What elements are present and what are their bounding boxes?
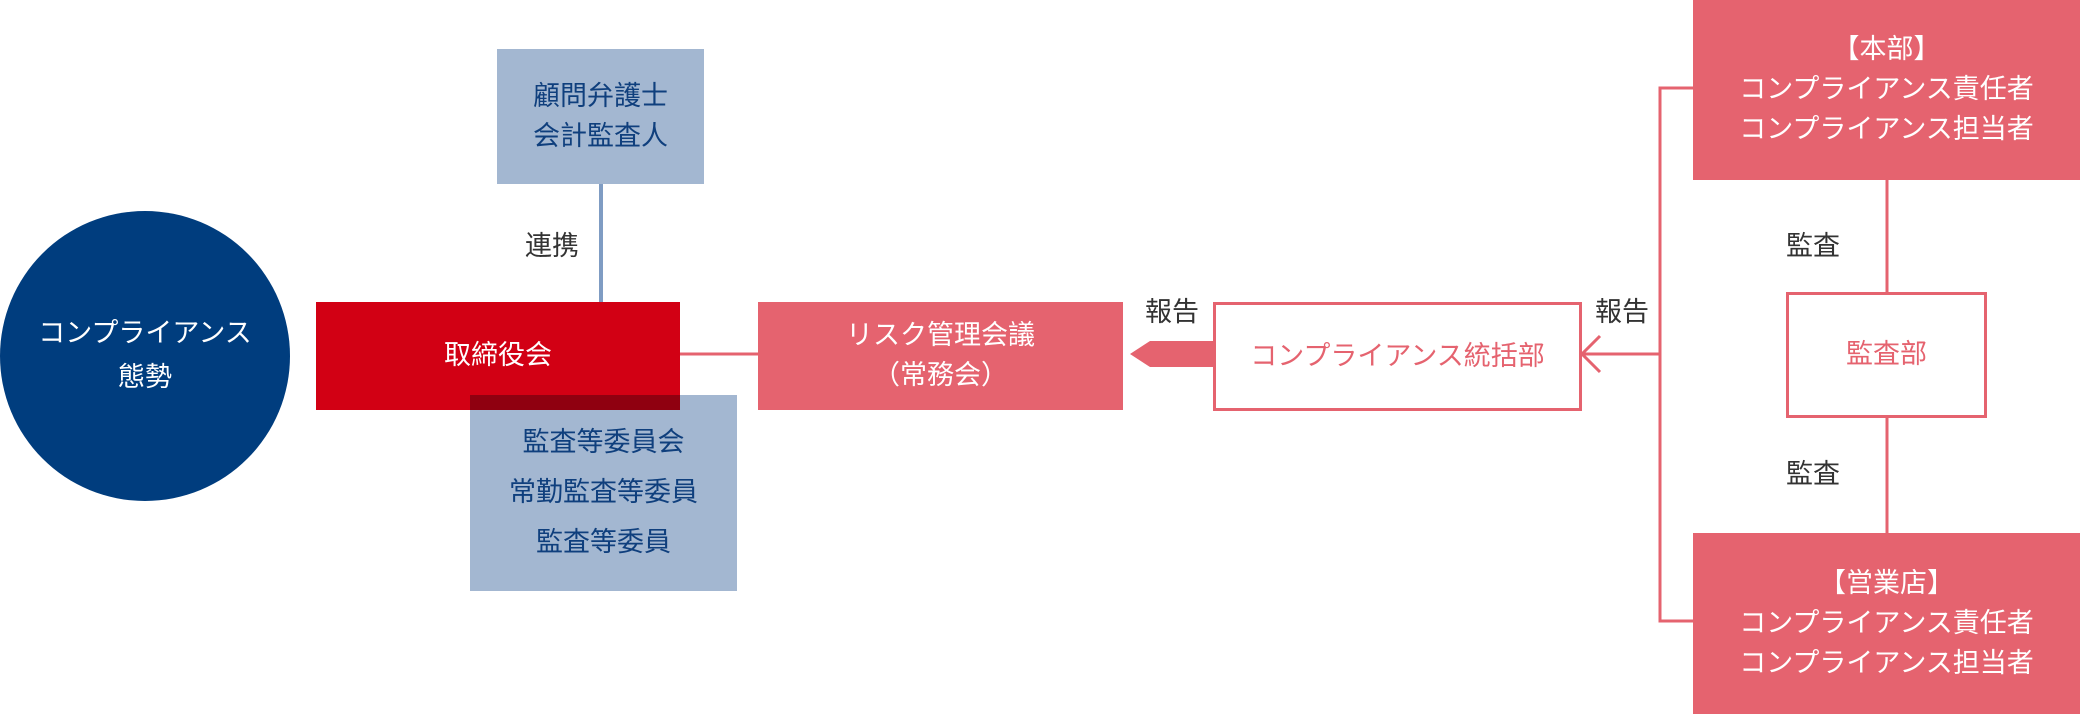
report-label-left: 報告 — [1145, 297, 1199, 328]
audit-label-bottom: 監査 — [1786, 459, 1840, 490]
risk-committee-node: リスク管理会議 （常務会） — [758, 302, 1123, 410]
board-committee-overlap — [470, 395, 680, 410]
report-arrow-left — [1130, 341, 1213, 367]
audit-committee-node: 監査等委員会 常勤監査等委員 監査等委員 — [470, 395, 737, 591]
compliance-stance-node: コンプライアンス 態勢 — [0, 211, 290, 501]
audit-department-node: 監査部 — [1786, 292, 1987, 418]
audit-label-top: 監査 — [1786, 231, 1840, 262]
compliance-division-node: コンプライアンス統括部 — [1213, 302, 1582, 411]
report-bracket — [1658, 86, 1693, 623]
headquarters-node: 【本部】 コンプライアンス責任者 コンプライアンス担当者 — [1693, 0, 2080, 180]
report-arrow-right-head — [1579, 334, 1602, 374]
branches-node: 【営業店】 コンプライアンス責任者 コンプライアンス担当者 — [1693, 533, 2080, 714]
report-label-right: 報告 — [1595, 297, 1649, 328]
cooperation-label: 連携 — [525, 231, 579, 262]
advisors-node: 顧問弁護士 会計監査人 — [497, 49, 704, 184]
board-node: 取締役会 — [316, 302, 680, 410]
